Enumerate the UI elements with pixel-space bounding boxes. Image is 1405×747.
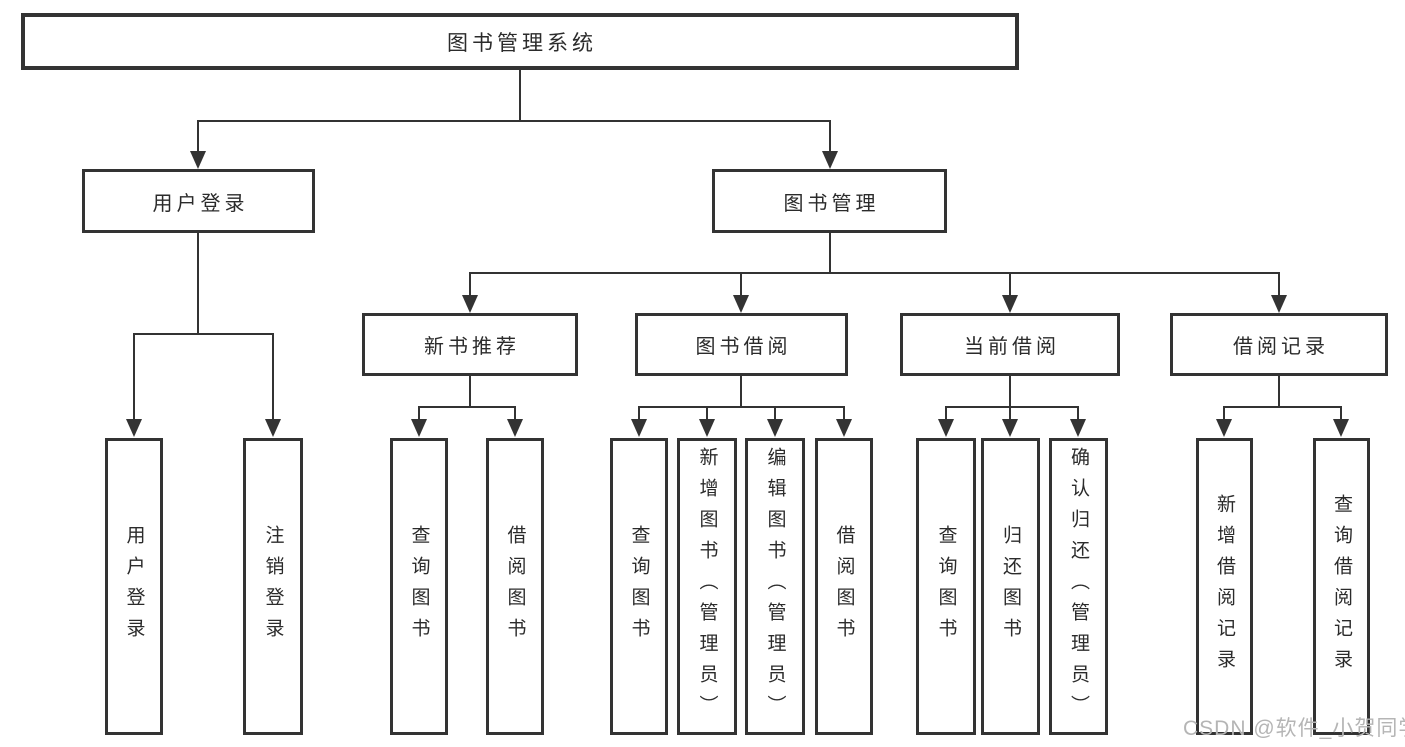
- connector: [1009, 376, 1011, 406]
- arrowhead: [938, 419, 954, 437]
- arrowhead: [411, 419, 427, 437]
- leaf-query-books-recommend: 查询图书: [390, 438, 448, 735]
- leaf-borrow-books-borrow: 借阅图书: [815, 438, 873, 735]
- connector: [519, 70, 521, 120]
- connector: [740, 272, 742, 305]
- connector: [706, 406, 708, 431]
- leaf-query-books-current: 查询图书: [916, 438, 976, 735]
- connector: [418, 406, 516, 408]
- arrowhead: [126, 419, 142, 437]
- connector: [638, 406, 845, 408]
- connector: [1223, 406, 1342, 408]
- connector: [1278, 272, 1280, 305]
- watermark: CSDN @软件_小贺同学: [1183, 717, 1405, 740]
- connector: [197, 233, 199, 333]
- node-book-borrow: 图书借阅: [635, 313, 848, 376]
- connector: [945, 406, 1079, 408]
- connector: [197, 120, 831, 122]
- arrowhead: [265, 419, 281, 437]
- leaf-confirm-return-admin: 确认归还（管理员）: [1049, 438, 1108, 735]
- connector: [469, 272, 471, 305]
- leaf-add-borrow-record: 新增借阅记录: [1196, 438, 1253, 735]
- leaf-borrow-books-recommend: 借阅图书: [486, 438, 544, 735]
- connector: [1278, 376, 1280, 406]
- connector: [133, 333, 135, 430]
- connector: [829, 120, 831, 161]
- arrowhead: [1002, 419, 1018, 437]
- arrowhead: [1271, 295, 1287, 313]
- connector: [272, 333, 274, 430]
- connector: [638, 406, 640, 431]
- arrowhead: [507, 419, 523, 437]
- connector: [945, 406, 947, 431]
- leaf-add-book-admin: 新增图书（管理员）: [677, 438, 737, 735]
- arrowhead: [462, 295, 478, 313]
- connector: [1009, 272, 1011, 305]
- arrowhead: [1002, 295, 1018, 313]
- connector: [418, 406, 420, 431]
- connector: [1340, 406, 1342, 431]
- connector: [1223, 406, 1225, 431]
- arrowhead: [190, 151, 206, 169]
- leaf-query-borrow-record: 查询借阅记录: [1313, 438, 1370, 735]
- leaf-return-book: 归还图书: [981, 438, 1040, 735]
- connector: [829, 233, 831, 272]
- connector: [133, 333, 274, 335]
- arrowhead: [1070, 419, 1086, 437]
- connector: [514, 406, 516, 431]
- arrowhead: [1333, 419, 1349, 437]
- connector: [1077, 406, 1079, 431]
- leaf-user-login: 用户登录: [105, 438, 163, 735]
- connector: [740, 376, 742, 406]
- leaf-query-books-borrow: 查询图书: [610, 438, 668, 735]
- arrowhead: [1216, 419, 1232, 437]
- connector: [774, 406, 776, 431]
- connector: [469, 376, 471, 406]
- arrowhead: [631, 419, 647, 437]
- arrowhead: [699, 419, 715, 437]
- node-current-borrow: 当前借阅: [900, 313, 1120, 376]
- connector: [843, 406, 845, 431]
- leaf-edit-book-admin: 编辑图书（管理员）: [745, 438, 805, 735]
- arrowhead: [836, 419, 852, 437]
- connector: [197, 120, 199, 161]
- connector: [1009, 406, 1011, 431]
- node-borrow-records: 借阅记录: [1170, 313, 1388, 376]
- arrowhead: [733, 295, 749, 313]
- node-root: 图书管理系统: [21, 13, 1019, 70]
- node-new-book-recommend: 新书推荐: [362, 313, 578, 376]
- arrowhead: [767, 419, 783, 437]
- node-book-management: 图书管理: [712, 169, 947, 233]
- connector: [469, 272, 1280, 274]
- arrowhead: [822, 151, 838, 169]
- leaf-logout: 注销登录: [243, 438, 303, 735]
- node-user-login: 用户登录: [82, 169, 315, 233]
